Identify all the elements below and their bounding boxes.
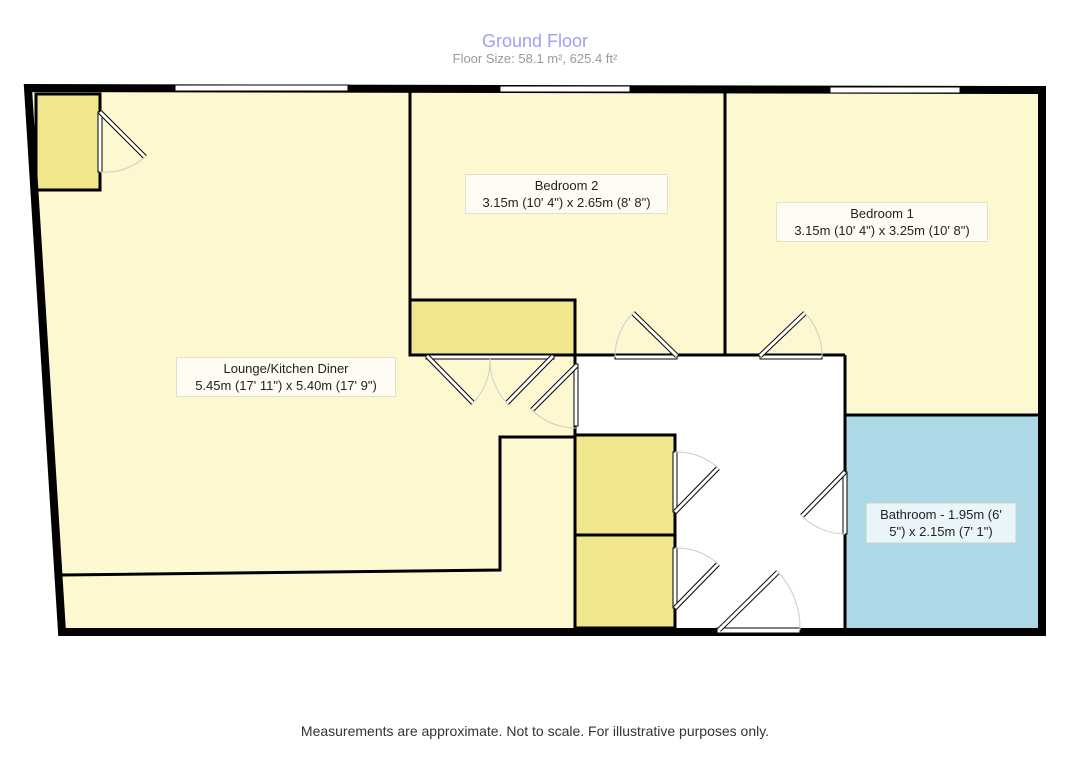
room-name: Bedroom 1 [850,206,914,221]
room-name: Bathroom - 1.95m (6' [880,507,1002,522]
room-size: 5") x 2.15m (7' 1") [889,524,993,539]
room-size: 3.15m (10' 4") x 3.25m (10' 8") [794,223,970,238]
room-name: Bedroom 2 [534,178,599,193]
front-door[interactable] [716,627,801,634]
door-swings [99,156,846,631]
cupboard-3 [573,433,677,537]
window [174,84,349,92]
window [829,86,961,94]
cupboard-2 [408,298,577,357]
room-label-lounge: Lounge/Kitchen Diner 5.45m (17' 11") x 5… [176,357,396,397]
room-label-bathroom: Bathroom - 1.95m (6' 5") x 2.15m (7' 1") [866,503,1016,543]
hallway [575,355,845,628]
room-size: 5.45m (17' 11") x 5.40m (17' 9") [195,378,377,393]
cupboard-4 [573,533,677,630]
disclaimer: Measurements are approximate. Not to sca… [300,723,770,739]
window [499,85,631,93]
outer-wall [23,83,1046,636]
room-label-bedroom-2: Bedroom 2 3.15m (10' 4") x 2.65m (8' 8") [465,174,668,214]
room-label-bedroom-1: Bedroom 1 3.15m (10' 4") x 3.25m (10' 8"… [776,202,988,242]
floor-title: Ground Floor [481,31,589,51]
floor-size: Floor Size: 58.1 m², 625.4 ft² [452,51,618,66]
cupboards [34,92,677,630]
room-name: Lounge/Kitchen Diner [223,361,349,376]
cupboard-1 [34,92,102,192]
room-size: 3.15m (10' 4") x 2.65m (8' 8") [482,195,651,210]
